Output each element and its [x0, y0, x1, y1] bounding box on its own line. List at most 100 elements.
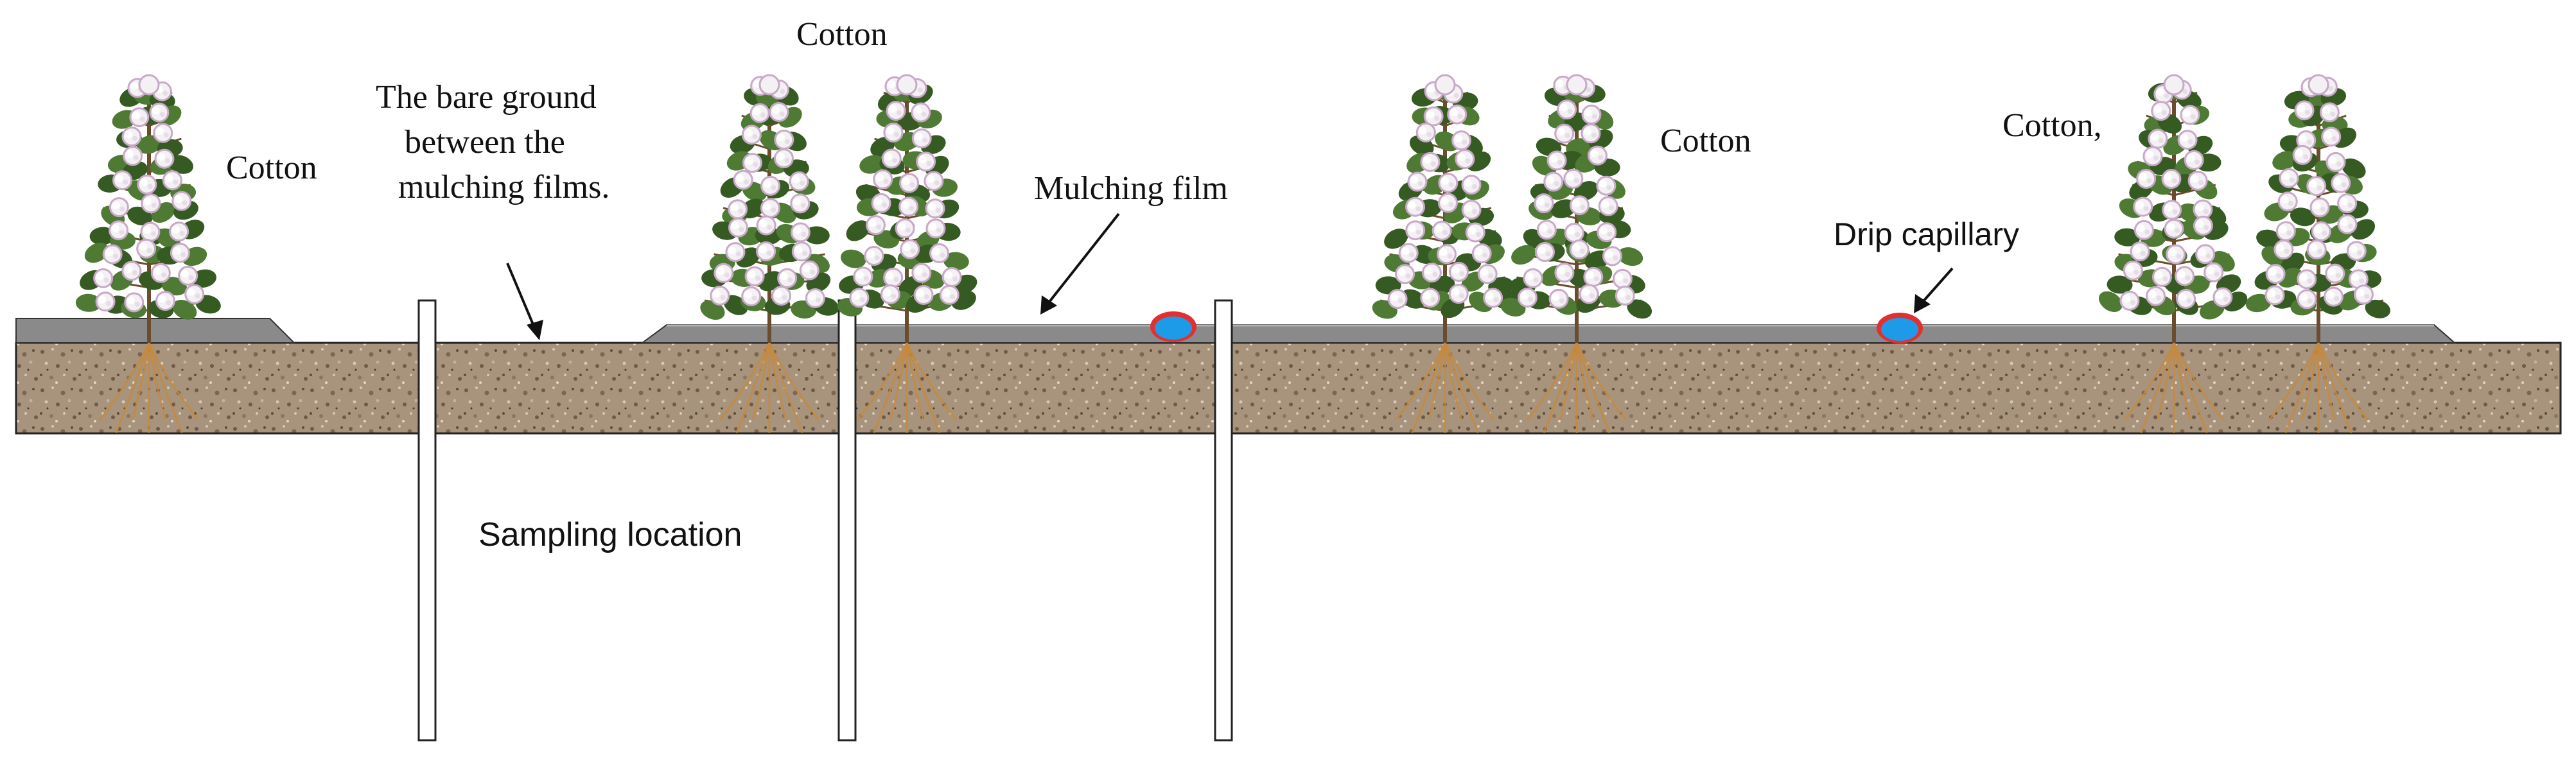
- cotton-leaf: [2114, 228, 2141, 247]
- label-cotton-middle: Cotton: [1660, 123, 1751, 159]
- cotton-boll: [1421, 263, 1442, 283]
- cotton-boll: [1602, 246, 1623, 266]
- cotton-boll: [153, 123, 173, 143]
- cotton-boll: [1554, 123, 1575, 144]
- cotton-boll: [2306, 239, 2327, 260]
- cotton-boll: [178, 265, 198, 286]
- cotton-boll: [2195, 244, 2216, 265]
- cotton-boll: [184, 284, 205, 304]
- cotton-boll: [853, 266, 873, 287]
- cotton-boll: [138, 74, 160, 96]
- cotton-boll: [2297, 289, 2317, 309]
- cotton-roots: [2124, 342, 2224, 433]
- cotton-leaf: [803, 226, 830, 245]
- cotton-leaf: [1511, 245, 1536, 265]
- cotton-boll: [773, 148, 794, 169]
- cotton-boll: [1483, 288, 1503, 308]
- cotton-boll: [93, 268, 114, 288]
- sampling-pole-3: [1214, 299, 1233, 742]
- label-bare-ground-3: mulching films.: [398, 169, 609, 205]
- cotton-plant: [2245, 74, 2390, 433]
- cotton-leaf: [2098, 291, 2123, 312]
- cotton-boll: [1423, 106, 1444, 126]
- cotton-boll: [1477, 264, 1498, 284]
- cotton-leaf: [84, 243, 109, 263]
- cotton-boll: [883, 122, 904, 143]
- cotton-boll: [129, 107, 150, 128]
- cotton-leaf: [840, 249, 866, 268]
- cotton-leaf: [168, 155, 193, 174]
- cotton-boll: [1420, 288, 1441, 308]
- cotton-boll: [1596, 175, 1617, 196]
- cotton-boll: [2184, 150, 2204, 170]
- cotton-boll: [1554, 263, 1575, 283]
- cotton-boll: [758, 74, 780, 96]
- cotton-boll: [769, 101, 789, 122]
- cotton-boll: [742, 153, 762, 173]
- cotton-boll: [2292, 144, 2313, 165]
- cotton-boll: [760, 175, 781, 196]
- cotton-boll: [886, 101, 906, 121]
- cotton-boll: [1615, 285, 1635, 306]
- cotton-leaf: [846, 220, 870, 241]
- cotton-boll: [774, 130, 794, 150]
- cotton-boll: [777, 268, 798, 288]
- cotton-boll: [109, 220, 129, 241]
- cotton-boll: [2136, 169, 2157, 189]
- cotton-boll: [733, 169, 753, 190]
- cotton-boll: [725, 242, 746, 263]
- cotton-boll: [1583, 266, 1604, 287]
- arrow-bare-ground: [506, 263, 543, 340]
- cotton-boll: [150, 263, 171, 283]
- cotton-plant: [2098, 74, 2248, 433]
- cotton-boll: [1405, 196, 1426, 217]
- cotton-boll: [2311, 221, 2331, 241]
- cotton-boll: [1546, 150, 1567, 171]
- cotton-boll: [911, 128, 932, 149]
- cotton-boll: [929, 243, 950, 263]
- cotton-roots: [99, 342, 199, 433]
- cotton-boll: [849, 288, 870, 308]
- cotton-plant: [75, 74, 221, 433]
- cotton-boll: [2193, 199, 2213, 220]
- cotton-boll: [873, 169, 893, 189]
- cotton-boll: [1407, 171, 1428, 192]
- cotton-boll: [865, 215, 886, 236]
- arrow-drip-capillary: [1914, 267, 1954, 313]
- cotton-boll: [1517, 288, 1538, 308]
- cotton-leaf: [2256, 229, 2282, 248]
- cotton-boll: [1451, 130, 1471, 151]
- cotton-leaf: [859, 155, 885, 174]
- cotton-leaf: [2342, 158, 2366, 179]
- cotton-boll: [911, 263, 932, 283]
- label-drip-capillary: Drip capillary: [1834, 216, 2019, 252]
- cotton-boll: [1581, 123, 1601, 144]
- cotton-boll: [1437, 244, 1457, 265]
- cotton-boll: [2325, 263, 2345, 284]
- cotton-boll: [1398, 243, 1419, 263]
- cotton-boll: [1563, 168, 1584, 189]
- cotton-leaf: [172, 299, 197, 320]
- cotton-boll: [2204, 262, 2224, 282]
- cotton-boll: [744, 266, 765, 286]
- cotton-boll: [790, 222, 810, 243]
- cotton-boll: [1461, 175, 1482, 195]
- label-cotton-top: Cotton: [796, 16, 888, 53]
- cotton-boll: [883, 267, 904, 288]
- cotton-boll: [2265, 264, 2286, 284]
- cotton-boll: [1597, 222, 1617, 243]
- cotton-boll: [2346, 241, 2367, 261]
- cotton-boll: [2175, 266, 2195, 286]
- cotton-leaf: [740, 198, 766, 219]
- sampling-pole-2: [837, 299, 857, 742]
- cotton-boll: [136, 238, 157, 259]
- cotton-boll: [2151, 266, 2172, 287]
- cotton-boll: [2294, 100, 2315, 121]
- cotton-boll: [162, 170, 182, 191]
- cotton-boll: [2277, 191, 2298, 212]
- cotton-roots: [719, 342, 819, 433]
- cotton-boll: [2308, 74, 2329, 96]
- cotton-leaf: [1384, 229, 1408, 249]
- cotton-boll: [871, 193, 891, 213]
